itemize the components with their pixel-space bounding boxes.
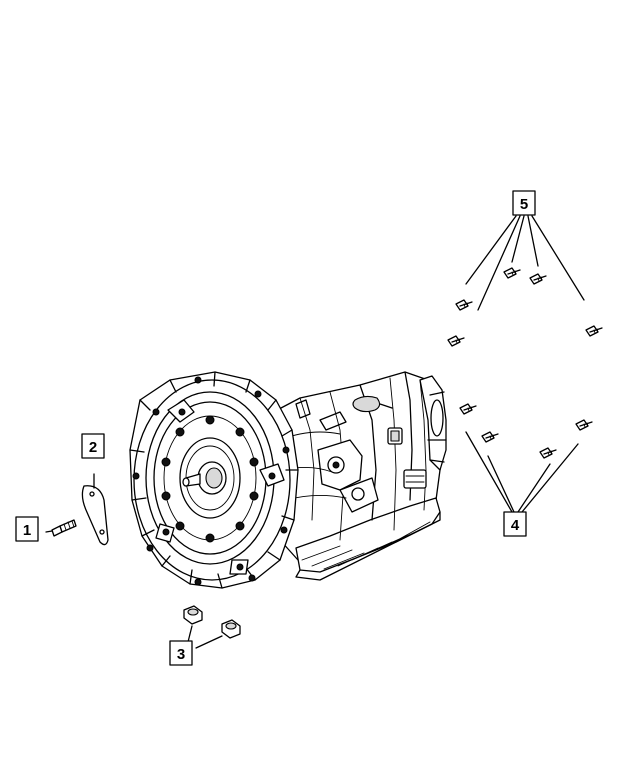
callout-3: 3 [169, 640, 193, 666]
part-1-bolt [45, 519, 77, 537]
callout-5: 5 [512, 190, 536, 216]
svg-text:3: 3 [177, 646, 185, 663]
svg-text:4: 4 [511, 517, 520, 534]
transmission-assembly [129, 371, 447, 589]
part-4-bolts [459, 403, 593, 513]
part-2-cover-plate [81, 473, 109, 546]
torque-converter [145, 391, 275, 565]
callout-2: 2 [81, 433, 105, 459]
part-5-bolts [447, 215, 603, 347]
svg-text:2: 2 [89, 439, 97, 456]
callout-4: 4 [503, 511, 527, 537]
part-3-nuts [183, 605, 241, 649]
svg-text:1: 1 [23, 522, 31, 539]
svg-text:5: 5 [520, 196, 528, 213]
callout-1: 1 [15, 516, 39, 542]
